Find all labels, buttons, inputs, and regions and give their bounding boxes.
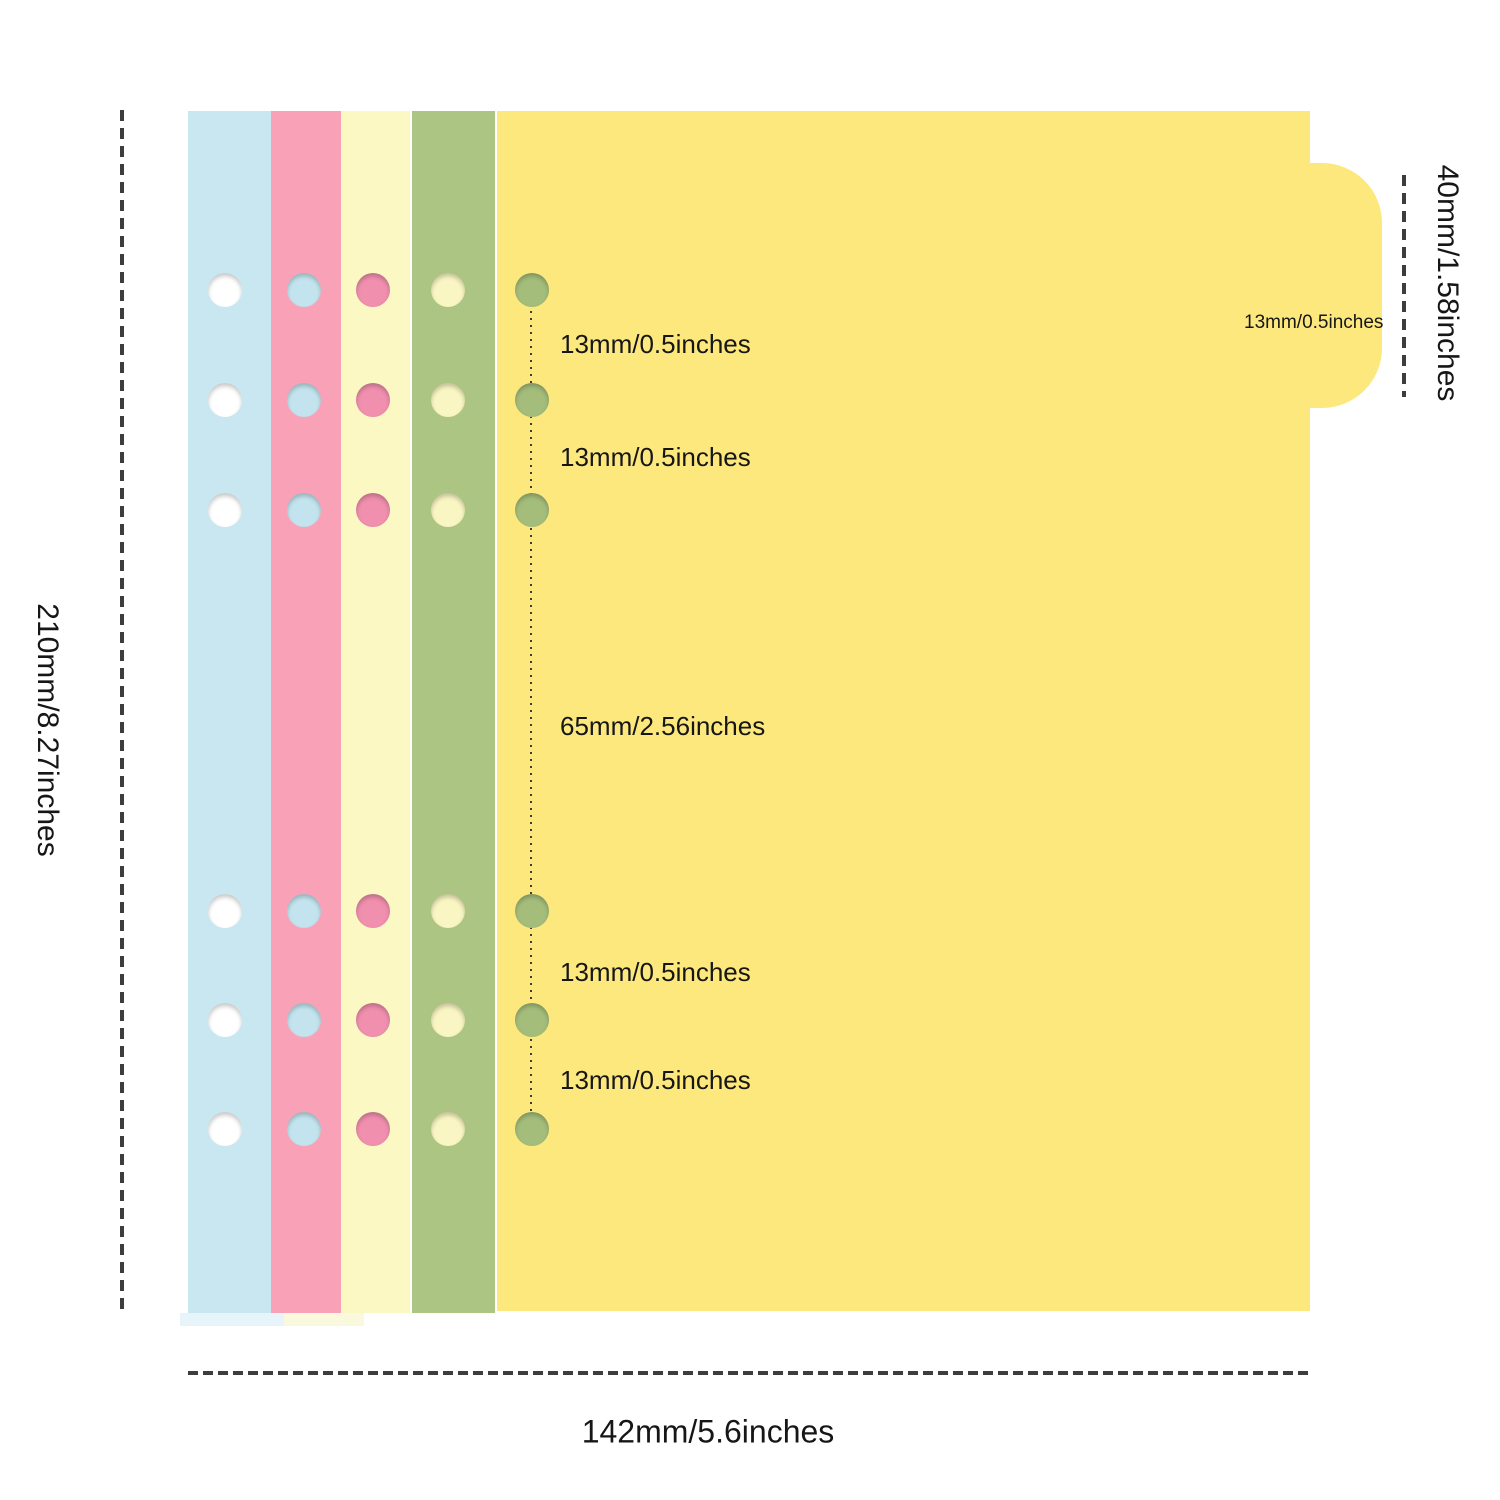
hole-gap-label-top-1: 13mm/0.5inches xyxy=(560,329,751,359)
punch-hole xyxy=(515,894,549,928)
punch-hole xyxy=(356,383,390,417)
hole-gap-label-top-2: 13mm/0.5inches xyxy=(560,442,751,472)
tab-height-guide-line xyxy=(1402,175,1406,397)
punch-hole xyxy=(515,1112,549,1146)
punch-hole xyxy=(208,1112,242,1146)
punch-hole xyxy=(287,493,321,527)
hole-spacing-dotted-line xyxy=(530,290,532,1129)
punch-hole xyxy=(208,894,242,928)
punch-hole xyxy=(431,383,465,417)
punch-hole xyxy=(287,1003,321,1037)
sheet-stack-edge xyxy=(284,1313,364,1326)
sheet-height-guide-line xyxy=(120,110,124,1313)
punch-hole xyxy=(208,1003,242,1037)
index-tab xyxy=(1300,163,1382,408)
punch-hole xyxy=(287,1112,321,1146)
punch-hole xyxy=(515,383,549,417)
tab-width-label: 13mm/0.5inches xyxy=(1244,312,1384,333)
punch-hole xyxy=(208,383,242,417)
sheet-height-label: 210mm/8.27inches xyxy=(31,603,64,857)
punch-hole xyxy=(431,273,465,307)
hole-gap-label-bottom-1: 13mm/0.5inches xyxy=(560,957,751,987)
sheet-stack-edge xyxy=(180,1313,284,1326)
punch-hole xyxy=(356,1003,390,1037)
punch-hole xyxy=(431,1112,465,1146)
punch-hole xyxy=(431,894,465,928)
punch-hole xyxy=(356,1112,390,1146)
punch-hole xyxy=(287,894,321,928)
punch-hole xyxy=(287,273,321,307)
punch-hole xyxy=(515,273,549,307)
punch-hole xyxy=(515,1003,549,1037)
sheet-width-guide-line xyxy=(188,1371,1310,1375)
hole-gap-label-middle: 65mm/2.56inches xyxy=(560,711,766,741)
punch-hole xyxy=(356,894,390,928)
punch-hole xyxy=(431,493,465,527)
divider-sheet-yellow xyxy=(497,111,1310,1311)
punch-hole xyxy=(287,383,321,417)
tab-height-label: 40mm/1.58inches xyxy=(1431,164,1464,402)
punch-hole xyxy=(356,273,390,307)
punch-hole xyxy=(515,493,549,527)
punch-hole xyxy=(431,1003,465,1037)
sheet-width-label: 142mm/5.6inches xyxy=(581,1413,835,1450)
punch-hole xyxy=(208,493,242,527)
hole-gap-label-bottom-2: 13mm/0.5inches xyxy=(560,1065,751,1095)
punch-hole xyxy=(356,493,390,527)
punch-hole xyxy=(208,273,242,307)
